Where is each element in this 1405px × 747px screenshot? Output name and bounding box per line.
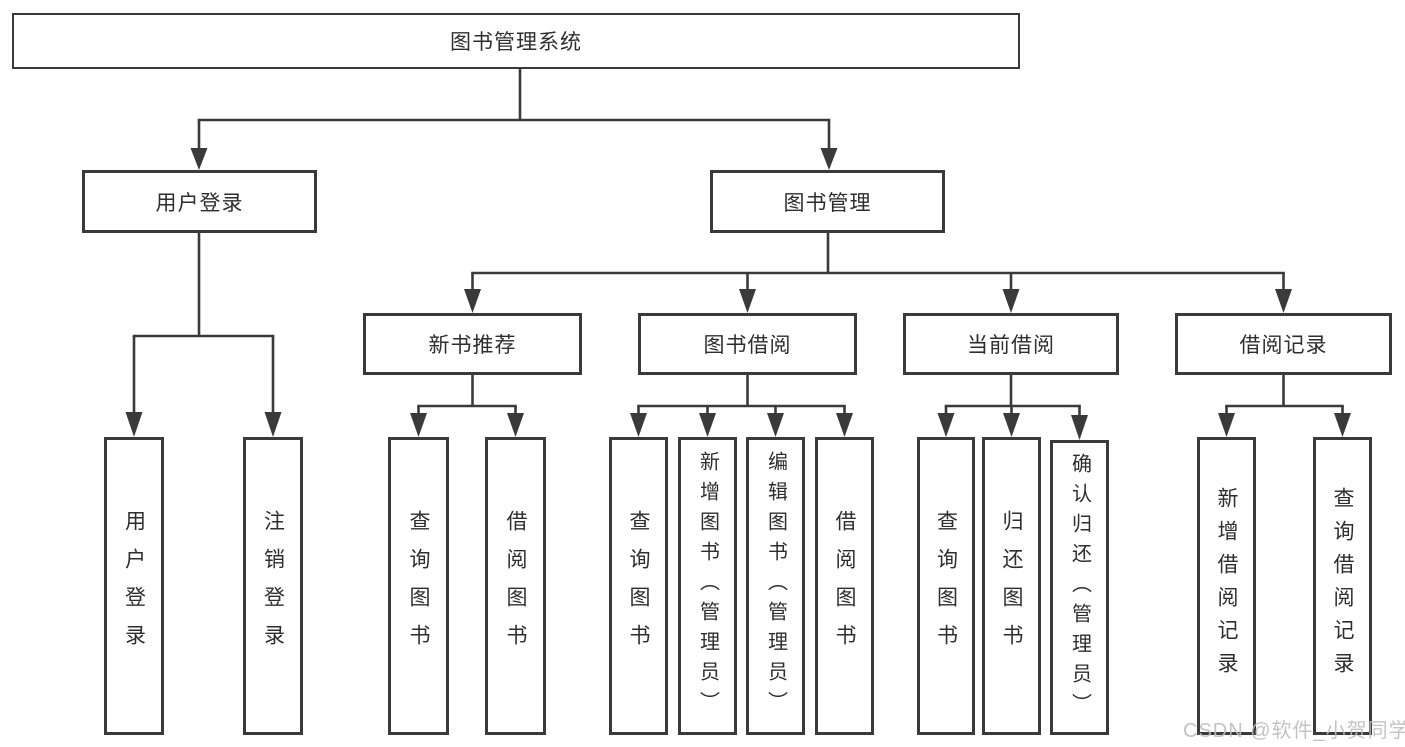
leaf-query-books-recommend: 查询图书 [388, 437, 449, 735]
leaf-edit-book-admin: 编辑图书（管理员） [746, 437, 805, 735]
csdn-watermark: CSDN @软件_小贺同学 [1183, 720, 1405, 742]
node-new-book-recommendation: 新书推荐 [363, 313, 582, 375]
leaf-query-books-current: 查询图书 [917, 437, 975, 735]
leaf-borrow-books-borrowing: 借阅图书 [815, 437, 874, 735]
leaf-return-book: 归还图书 [982, 437, 1041, 735]
node-current-borrowing: 当前借阅 [903, 313, 1119, 375]
node-borrowing-records: 借阅记录 [1175, 313, 1392, 375]
leaf-add-book-admin: 新增图书（管理员） [678, 437, 737, 735]
node-book-borrowing: 图书借阅 [638, 313, 857, 375]
leaf-add-borrow-record: 新增借阅记录 [1197, 437, 1256, 735]
leaf-query-books-borrowing: 查询图书 [609, 437, 668, 735]
leaf-confirm-return-admin: 确认归还（管理员） [1050, 440, 1109, 735]
node-book-management: 图书管理 [710, 170, 945, 233]
leaf-logout: 注销登录 [243, 437, 303, 735]
leaf-query-borrow-record: 查询借阅记录 [1313, 437, 1372, 735]
leaf-borrow-books-recommend: 借阅图书 [485, 437, 546, 735]
node-user-login: 用户登录 [82, 170, 317, 233]
node-root: 图书管理系统 [12, 13, 1020, 69]
leaf-user-login: 用户登录 [104, 437, 164, 735]
